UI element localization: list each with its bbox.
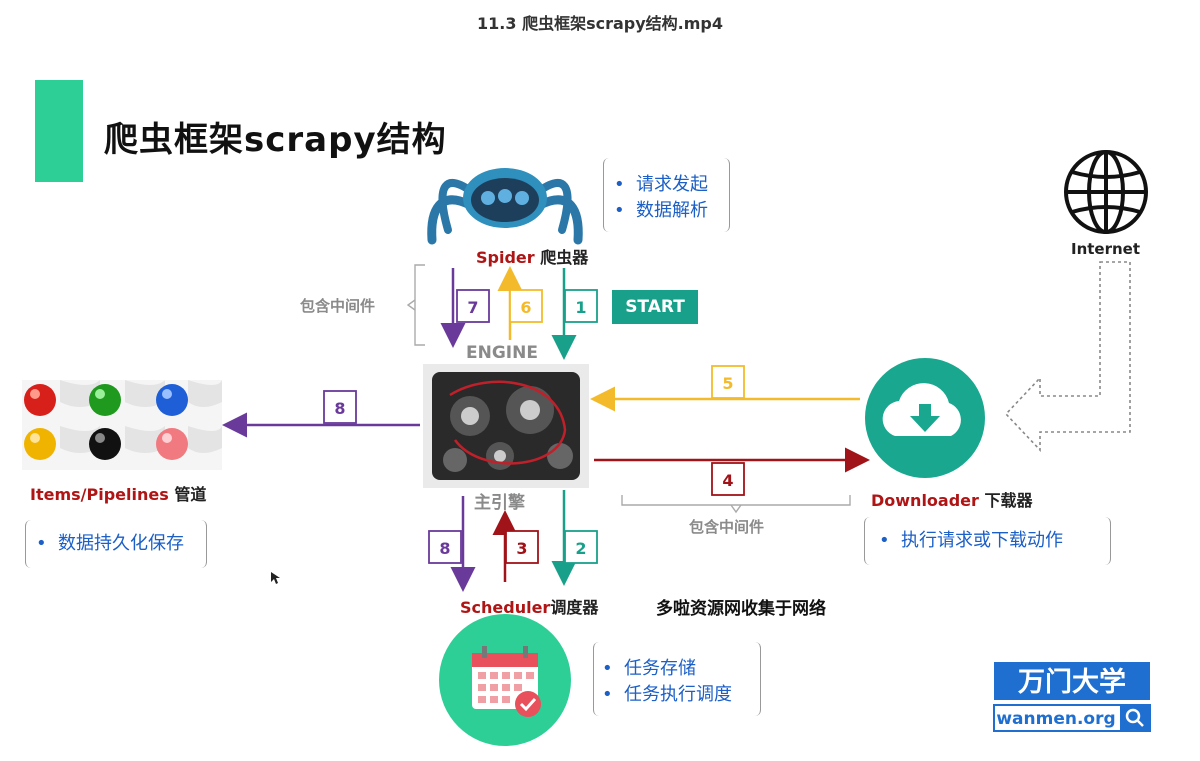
title-accent-bar — [35, 80, 83, 182]
svg-text:8: 8 — [334, 399, 345, 418]
globe-icon — [1064, 150, 1148, 234]
svg-text:6: 6 — [520, 298, 531, 317]
scheduler-bullets-box: •任务存储 •任务执行调度 — [593, 642, 761, 716]
step-box-4: 4 — [711, 462, 745, 496]
start-button[interactable]: START — [612, 290, 698, 324]
scheduler-label: Scheduler调度器 — [460, 598, 599, 617]
internet-label: Internet — [1071, 240, 1141, 258]
source-caption: 多啦资源网收集于网络 — [656, 599, 826, 619]
engine-cn-label: 主引擎 — [474, 493, 525, 513]
engine-icon — [423, 364, 589, 488]
step-box-2: 2 — [564, 530, 598, 564]
svg-text:4: 4 — [722, 471, 733, 490]
svg-text:5: 5 — [722, 374, 733, 393]
spider-label: Spider 爬虫器 — [476, 248, 589, 267]
pipelines-bullets-box: •数据持久化保存 — [25, 520, 207, 568]
engine-label: ENGINE — [466, 343, 538, 363]
step-box-7: 7 — [456, 289, 490, 323]
svg-text:3: 3 — [516, 539, 527, 558]
scheduler-bullet-1: •任务存储 — [602, 658, 696, 679]
downloader-icon — [865, 358, 985, 478]
pipelines-label: Items/Pipelines 管道 — [30, 485, 207, 504]
video-title: 11.3 爬虫框架scrapy结构.mp4 — [477, 14, 723, 33]
pipelines-bullet-1: •数据持久化保存 — [36, 533, 184, 554]
wanmen-logo: 万门大学 wanmen.org — [993, 662, 1151, 732]
spider-icon — [427, 168, 583, 245]
spider-bullet-2: •数据解析 — [614, 200, 708, 221]
step-box-1: 1 — [564, 289, 598, 323]
step-box-6: 6 — [509, 289, 543, 323]
downloader-bullets-box: •执行请求或下载动作 — [864, 517, 1111, 565]
mouse-cursor-icon — [271, 572, 280, 584]
svg-text:1: 1 — [575, 298, 586, 317]
scheduler-icon — [439, 614, 571, 746]
slide-title: 爬虫框架scrapy结构 — [104, 120, 447, 160]
downloader-bullet-1: •执行请求或下载动作 — [879, 530, 1063, 551]
spider-bullets-box: •请求发起 •数据解析 — [603, 158, 730, 232]
spider-bullet-1: •请求发起 — [614, 174, 708, 195]
svg-text:7: 7 — [467, 298, 478, 317]
step-box-8-scheduler: 8 — [428, 530, 462, 564]
middleware-label-bottom: 包含中间件 — [689, 518, 765, 536]
step-box-5: 5 — [711, 365, 745, 399]
middleware-label-top: 包含中间件 — [300, 297, 376, 315]
pipelines-icon — [22, 380, 222, 470]
step-box-3: 3 — [505, 530, 539, 564]
internet-arrow — [1004, 261, 1131, 453]
svg-text:2: 2 — [575, 539, 586, 558]
scheduler-bullet-2: •任务执行调度 — [602, 684, 732, 705]
downloader-label: Downloader 下载器 — [871, 491, 1033, 510]
svg-text:8: 8 — [439, 539, 450, 558]
svg-text:万门大学: 万门大学 — [1018, 666, 1126, 698]
step-box-8-pipelines: 8 — [323, 390, 357, 424]
svg-text:wanmen.org: wanmen.org — [996, 709, 1115, 729]
